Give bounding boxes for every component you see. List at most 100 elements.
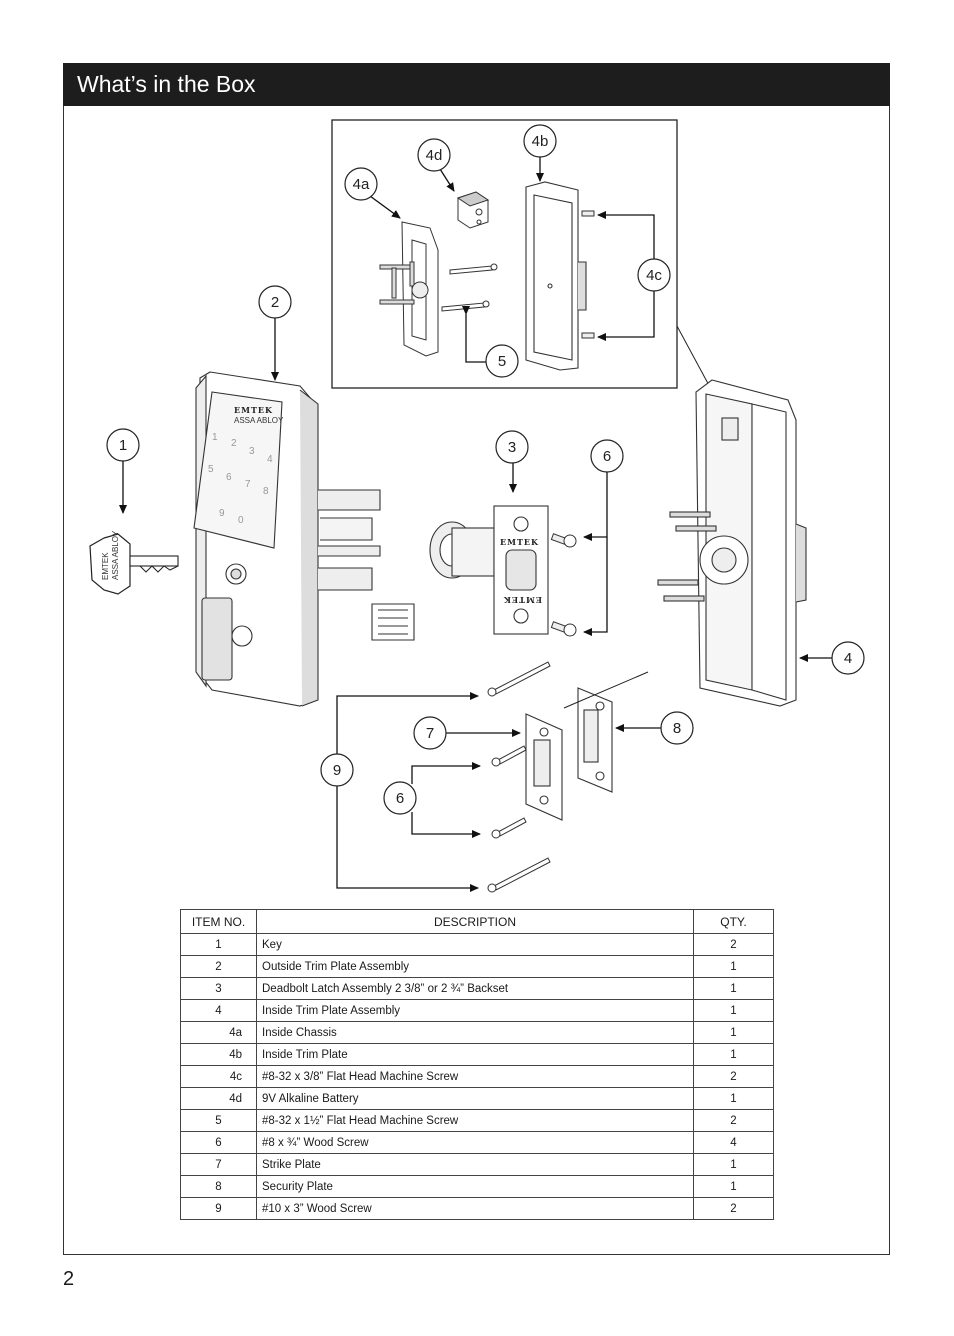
callout-4c: 4c <box>646 267 662 284</box>
item-qty: 1 <box>693 1043 774 1066</box>
inside-trim-assembly-illustration <box>657 379 807 707</box>
item-number: 4a <box>180 1021 257 1044</box>
header-item-no: ITEM NO. <box>180 909 257 934</box>
item-qty: 2 <box>693 1109 774 1132</box>
item-qty: 2 <box>693 1197 774 1220</box>
callout-4b: 4b <box>532 133 549 150</box>
keypad-sub-text: ASSA ABLOY <box>234 416 284 425</box>
item-qty: 1 <box>693 977 774 1000</box>
item-description: Deadbolt Latch Assembly 2 3/8” or 2 ¾” B… <box>256 977 694 1000</box>
item-qty: 2 <box>693 1065 774 1088</box>
keypad-digit: 7 <box>245 479 251 490</box>
keypad-digit: 8 <box>263 486 269 497</box>
item-description: Inside Trim Plate Assembly <box>256 999 694 1022</box>
item-description: #10 x 3” Wood Screw <box>256 1197 694 1220</box>
section-header: What’s in the Box <box>63 63 890 106</box>
keypad-brand-text: EMTEK <box>234 405 273 415</box>
callout-4a: 4a <box>353 176 370 193</box>
item-description: 9V Alkaline Battery <box>256 1087 694 1110</box>
battery-illustration <box>456 191 490 229</box>
item-number: 3 <box>180 977 257 1000</box>
item-description: Strike Plate <box>256 1153 694 1176</box>
keypad-digit: 5 <box>208 464 214 475</box>
item-number: 7 <box>180 1153 257 1176</box>
item-qty: 1 <box>693 1087 774 1110</box>
item-description: Inside Trim Plate <box>256 1043 694 1066</box>
item-description: Key <box>256 933 694 956</box>
item-qty: 4 <box>693 1131 774 1154</box>
callout-3: 3 <box>508 439 516 456</box>
callout-6-latch: 6 <box>603 448 611 465</box>
wood-screws <box>487 661 551 893</box>
keypad-digit: 3 <box>249 446 255 457</box>
callout-2: 2 <box>271 294 279 311</box>
key-brand-text: EMTEK <box>101 552 110 580</box>
callout-8: 8 <box>673 720 681 737</box>
item-qty: 1 <box>693 955 774 978</box>
item-number: 4 <box>180 999 257 1022</box>
keypad-digit: 2 <box>231 438 237 449</box>
deadbolt-latch-illustration <box>429 505 549 635</box>
item-description: #8-32 x 1½” Flat Head Machine Screw <box>256 1109 694 1132</box>
item-description: Outside Trim Plate Assembly <box>256 955 694 978</box>
item-number: 1 <box>180 933 257 956</box>
item-number: 5 <box>180 1109 257 1132</box>
key-illustration: EMTEK ASSA ABLOY <box>89 530 179 595</box>
inside-assembly-inset <box>331 119 678 389</box>
item-description: Security Plate <box>256 1175 694 1198</box>
latch-brand-text-top: EMTEK <box>500 537 539 547</box>
item-number: 9 <box>180 1197 257 1220</box>
callout-labels: 1 2 3 4 4a 4b 4c 4d 5 6 6 7 8 9 <box>119 133 852 807</box>
item-number: 4c <box>180 1065 257 1088</box>
item-qty: 2 <box>693 933 774 956</box>
item-number: 4d <box>180 1087 257 1110</box>
inside-trim-plate-illustration <box>525 181 587 371</box>
security-plate-illustration <box>577 687 613 793</box>
keypad-digit: 4 <box>267 454 273 465</box>
item-description: Inside Chassis <box>256 1021 694 1044</box>
outside-trim-plate-illustration <box>193 371 415 707</box>
inside-chassis-illustration <box>379 221 439 357</box>
item-qty: 1 <box>693 999 774 1022</box>
header-description: DESCRIPTION <box>256 909 694 934</box>
key-sub-text: ASSA ABLOY <box>111 530 120 580</box>
strike-plate-illustration <box>525 713 563 821</box>
item-qty: 1 <box>693 1021 774 1044</box>
callout-4: 4 <box>844 650 852 667</box>
keypad-digit: 9 <box>219 508 225 519</box>
callout-1: 1 <box>119 437 127 454</box>
table-header-row: ITEM NO. DESCRIPTION QTY. <box>180 909 774 934</box>
callout-4d: 4d <box>426 147 443 164</box>
item-qty: 1 <box>693 1175 774 1198</box>
callout-5: 5 <box>498 353 506 370</box>
section-title: What’s in the Box <box>77 71 256 97</box>
item-description: #8-32 x 3/8” Flat Head Machine Screw <box>256 1065 694 1088</box>
keypad-digit: 6 <box>226 472 232 483</box>
keypad-digit: 1 <box>212 432 218 443</box>
item-number: 4b <box>180 1043 257 1066</box>
keypad-digits: 1 2 3 4 5 6 7 8 9 0 <box>208 432 273 526</box>
page-number: 2 <box>63 1268 75 1290</box>
keypad-digit: 0 <box>238 515 244 526</box>
item-number: 8 <box>180 1175 257 1198</box>
short-machine-screws <box>581 210 595 339</box>
latch-screws <box>550 533 577 637</box>
item-description: #8 x ¾” Wood Screw <box>256 1131 694 1154</box>
latch-brand-text-bottom: EMTEK <box>503 595 542 605</box>
item-number: 6 <box>180 1131 257 1154</box>
header-qty: QTY. <box>693 909 774 934</box>
callout-7: 7 <box>426 725 434 742</box>
